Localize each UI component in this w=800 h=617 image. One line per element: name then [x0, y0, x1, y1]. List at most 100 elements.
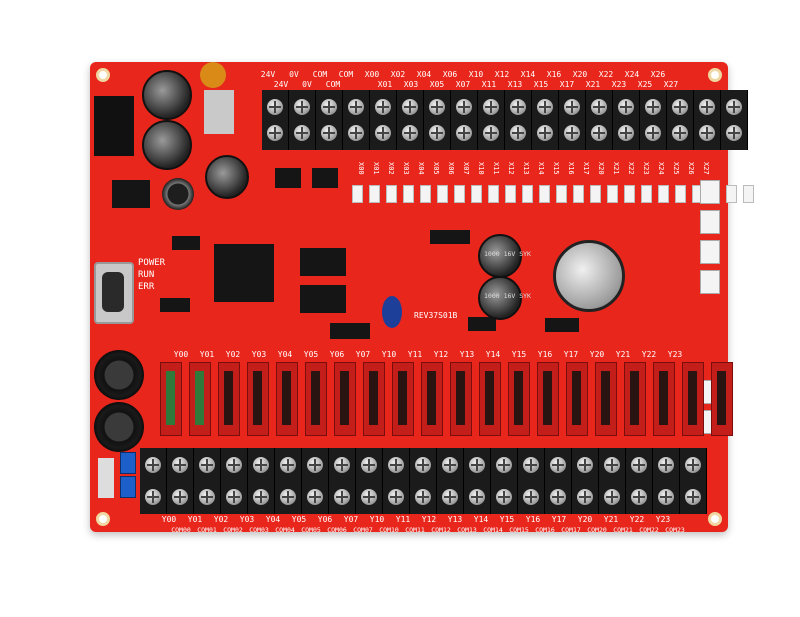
input-led: [386, 185, 397, 203]
screw-terminal[interactable]: [302, 448, 329, 482]
screw-terminal[interactable]: [505, 116, 532, 150]
dip-switch[interactable]: [120, 452, 136, 474]
screw-terminal[interactable]: [640, 116, 667, 150]
screw-icon: [294, 125, 310, 141]
screw-terminal[interactable]: [221, 480, 248, 514]
screw-terminal[interactable]: [545, 480, 572, 514]
screw-terminal[interactable]: [167, 480, 194, 514]
screw-terminal[interactable]: [140, 448, 167, 482]
toggle-switch[interactable]: [98, 458, 114, 498]
relay-label: Y17: [563, 350, 579, 359]
screw-terminal[interactable]: [410, 480, 437, 514]
screw-terminal[interactable]: [383, 480, 410, 514]
input-led: [437, 185, 448, 203]
screw-terminal[interactable]: [262, 116, 289, 150]
screw-icon: [658, 489, 674, 505]
input-led: [573, 185, 584, 203]
screw-terminal[interactable]: [140, 480, 167, 514]
screw-terminal[interactable]: [356, 480, 383, 514]
terminal-label: 0V: [289, 70, 299, 79]
screw-terminal[interactable]: [653, 448, 680, 482]
screw-terminal[interactable]: [545, 448, 572, 482]
screw-terminal[interactable]: [653, 480, 680, 514]
input-led: [471, 185, 482, 203]
screw-terminal[interactable]: [248, 448, 275, 482]
screw-terminal[interactable]: [694, 116, 721, 150]
jst-connector[interactable]: [700, 180, 720, 204]
jst-connector[interactable]: [700, 270, 720, 294]
screw-terminal[interactable]: [626, 480, 653, 514]
screw-terminal[interactable]: [464, 448, 491, 482]
screw-terminal[interactable]: [599, 448, 626, 482]
screw-icon: [388, 489, 404, 505]
screw-terminal[interactable]: [437, 480, 464, 514]
screw-icon: [348, 125, 364, 141]
screw-terminal[interactable]: [721, 116, 748, 150]
screw-terminal[interactable]: [613, 116, 640, 150]
output-terminal-label: Y20: [577, 515, 593, 524]
screw-terminal[interactable]: [559, 116, 586, 150]
screw-terminal[interactable]: [370, 116, 397, 150]
screw-terminal[interactable]: [667, 116, 694, 150]
screw-terminal[interactable]: [383, 448, 410, 482]
screw-terminal[interactable]: [626, 448, 653, 482]
backup-battery: [553, 240, 625, 312]
screw-terminal[interactable]: [437, 448, 464, 482]
screw-terminal[interactable]: [532, 116, 559, 150]
output-terminal-label: Y12: [421, 515, 437, 524]
jst-connector[interactable]: [700, 240, 720, 264]
screw-icon: [361, 489, 377, 505]
mini-din-port[interactable]: [94, 402, 144, 452]
screw-terminal[interactable]: [221, 448, 248, 482]
terminal-label: X01: [377, 80, 393, 89]
screw-terminal[interactable]: [518, 480, 545, 514]
mini-din-port[interactable]: [94, 350, 144, 400]
screw-terminal[interactable]: [194, 448, 221, 482]
screw-terminal[interactable]: [680, 448, 707, 482]
screw-terminal[interactable]: [491, 448, 518, 482]
screw-icon: [726, 99, 742, 115]
screw-terminal[interactable]: [302, 480, 329, 514]
screw-terminal[interactable]: [680, 480, 707, 514]
screw-terminal[interactable]: [586, 116, 613, 150]
screw-icon: [334, 457, 350, 473]
screw-terminal[interactable]: [275, 448, 302, 482]
db9-serial-port[interactable]: [94, 262, 134, 324]
mounting-hole: [708, 512, 722, 526]
screw-terminal[interactable]: [478, 116, 505, 150]
terminal-label: X27: [663, 80, 679, 89]
input-led: [641, 185, 652, 203]
screw-terminal[interactable]: [289, 116, 316, 150]
screw-terminal[interactable]: [572, 480, 599, 514]
screw-icon: [685, 457, 701, 473]
terminal-label: X12: [494, 70, 510, 79]
input-led-label: X07: [462, 162, 470, 175]
screw-terminal[interactable]: [572, 448, 599, 482]
screw-terminal[interactable]: [451, 116, 478, 150]
screw-terminal[interactable]: [356, 448, 383, 482]
screw-icon: [685, 489, 701, 505]
screw-terminal[interactable]: [316, 116, 343, 150]
screw-terminal[interactable]: [275, 480, 302, 514]
screw-icon: [253, 489, 269, 505]
screw-terminal[interactable]: [397, 116, 424, 150]
screw-terminal[interactable]: [410, 448, 437, 482]
screw-terminal[interactable]: [329, 448, 356, 482]
capacitor-label: 1000 16V SYK: [484, 292, 531, 300]
jst-connector[interactable]: [700, 210, 720, 234]
dip-switch[interactable]: [120, 476, 136, 498]
screw-terminal[interactable]: [599, 480, 626, 514]
screw-terminal[interactable]: [518, 448, 545, 482]
screw-terminal[interactable]: [194, 480, 221, 514]
screw-icon: [456, 125, 472, 141]
screw-terminal[interactable]: [329, 480, 356, 514]
screw-terminal[interactable]: [491, 480, 518, 514]
screw-terminal[interactable]: [464, 480, 491, 514]
screw-terminal[interactable]: [424, 116, 451, 150]
screw-icon: [402, 99, 418, 115]
screw-terminal[interactable]: [343, 116, 370, 150]
screw-terminal[interactable]: [248, 480, 275, 514]
screw-icon: [456, 99, 472, 115]
screw-terminal[interactable]: [167, 448, 194, 482]
